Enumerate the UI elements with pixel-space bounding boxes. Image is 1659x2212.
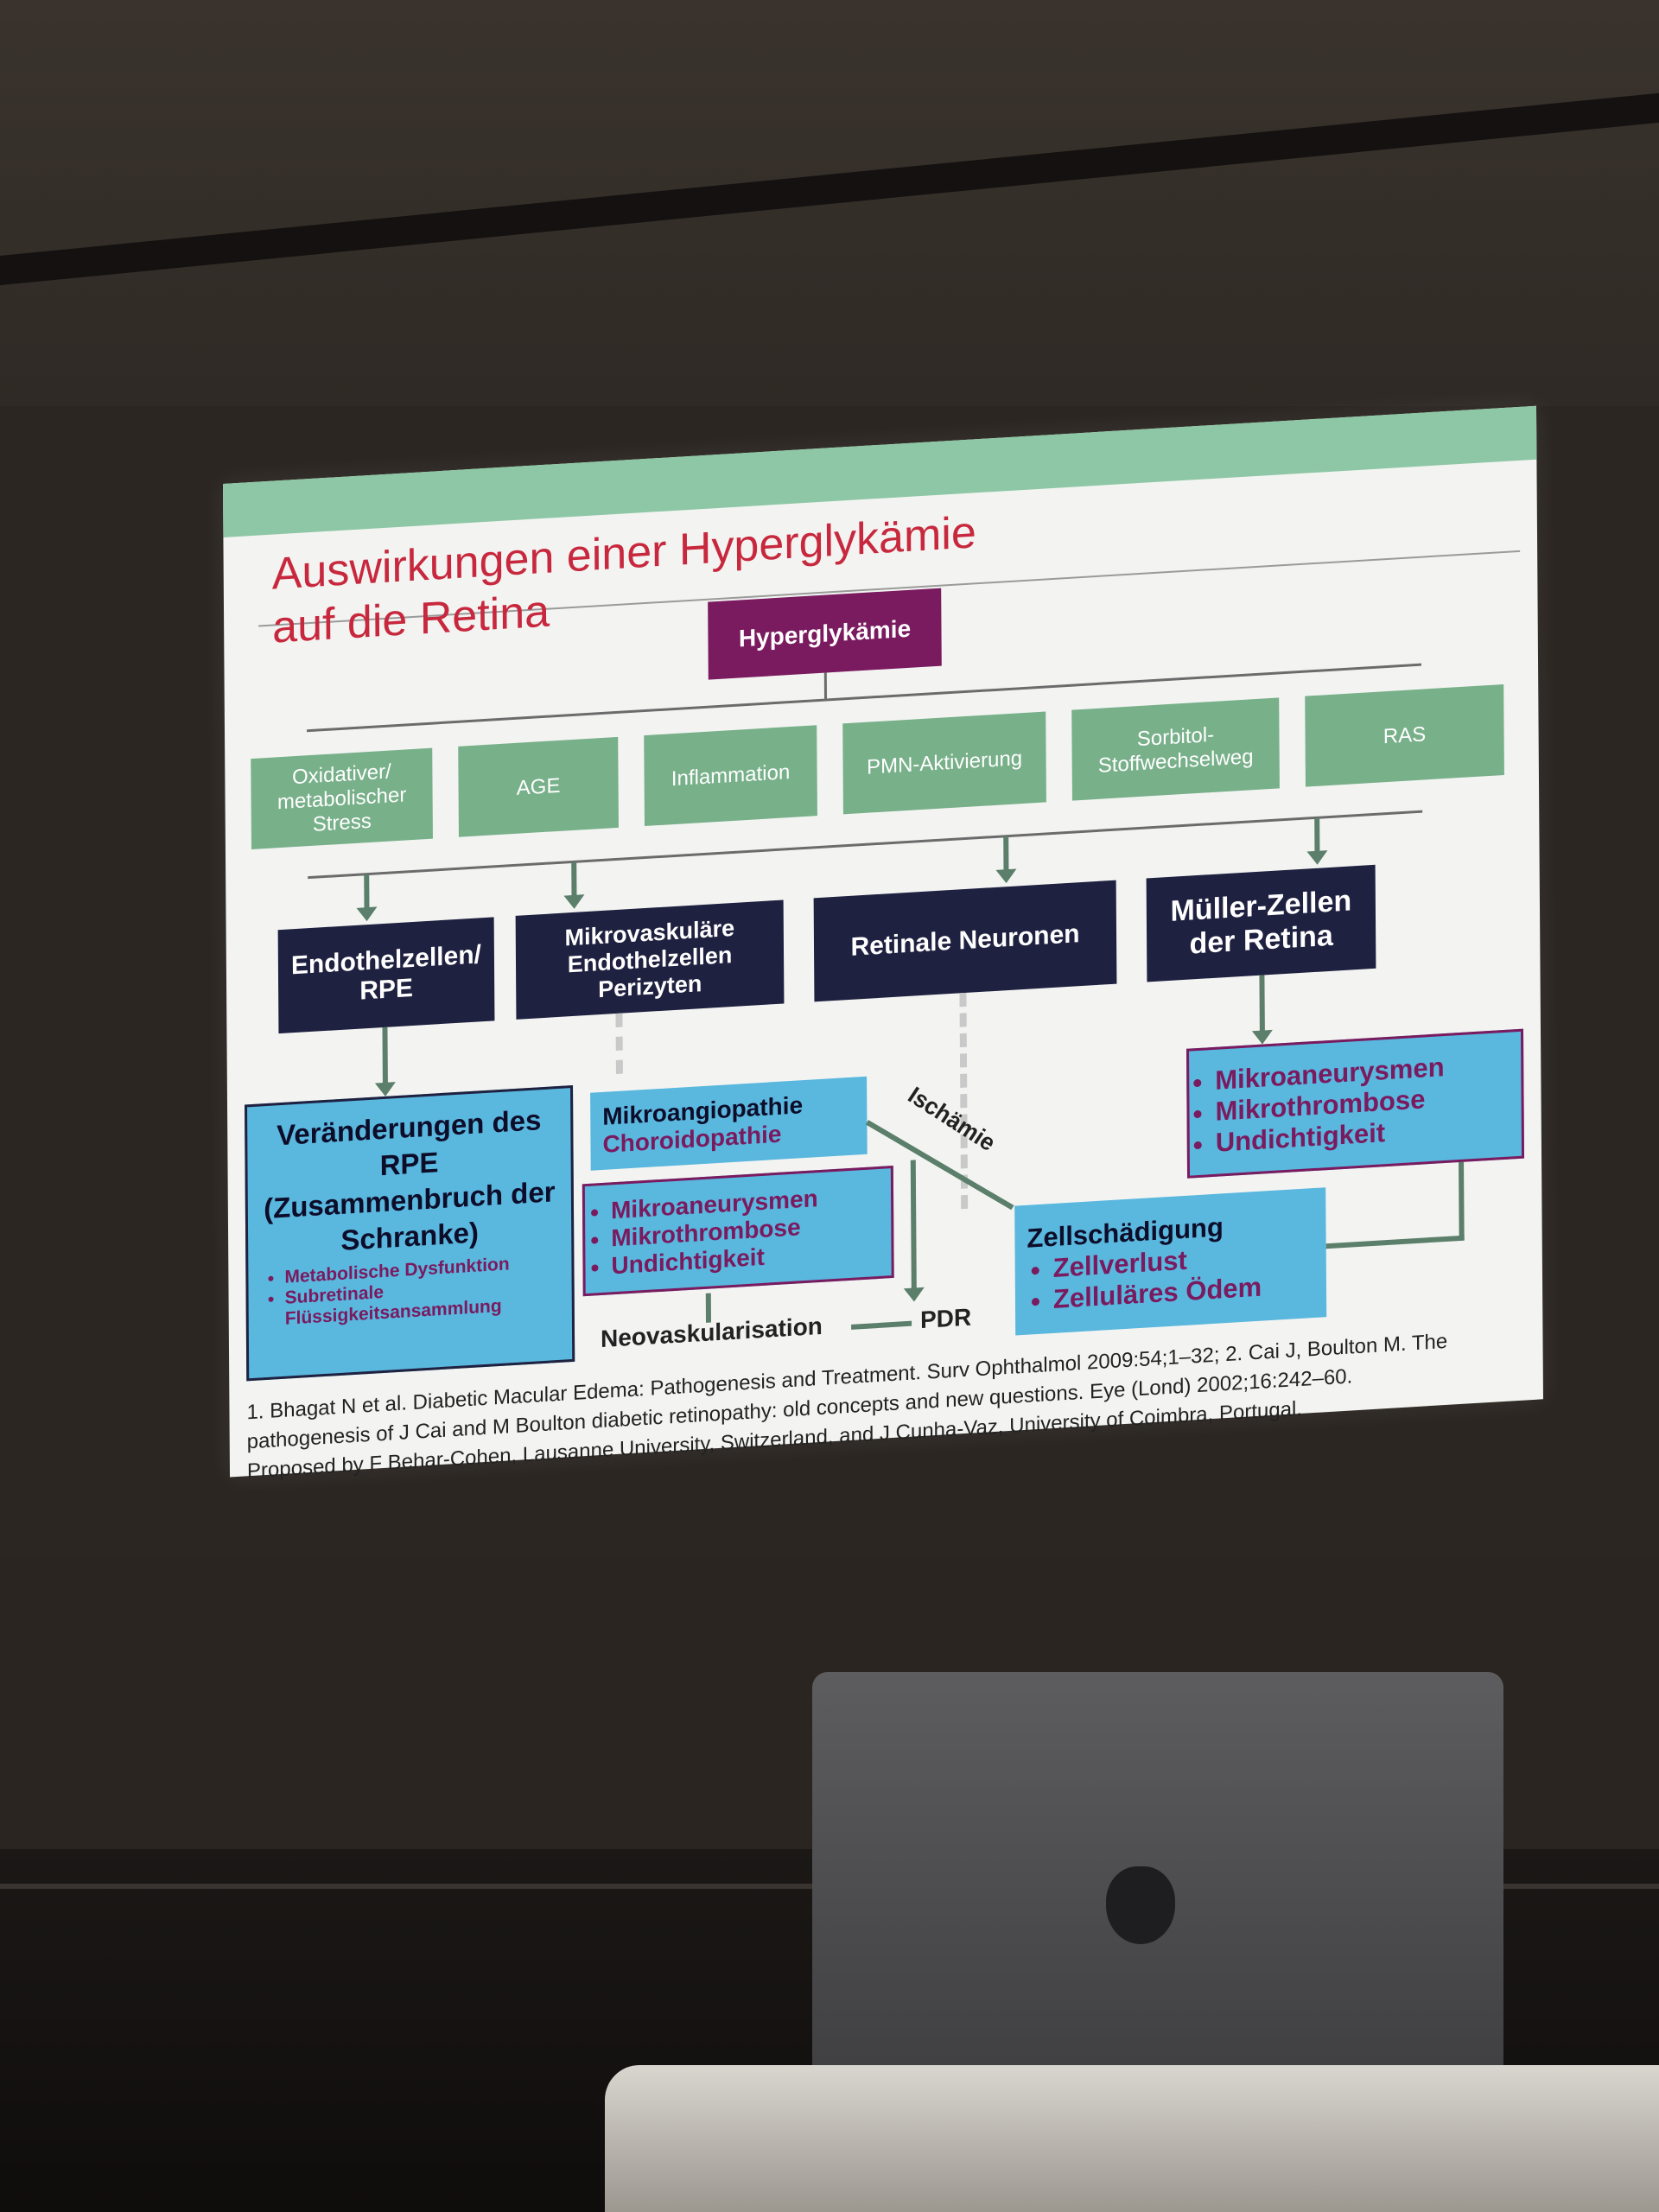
root-label: Hyperglykämie [738, 614, 912, 652]
projected-slide: Auswirkungen einer Hyperglykämie auf die… [223, 405, 1543, 1483]
factor-age: AGE [458, 736, 619, 837]
target-endothelium-rpe: Endothelzellen/ RPE [277, 917, 495, 1034]
dashed-link-microangiopathy [615, 1013, 630, 1074]
target-label: Retinale Neuronen [850, 919, 1080, 962]
root-node-hyperglykaemie: Hyperglykämie [708, 588, 942, 680]
factor-label: Oxidativer/ metabolischer Stress [276, 759, 407, 836]
table [605, 2065, 1659, 2212]
root-stem [823, 672, 828, 699]
rpe-changes-box: Veränderungen des RPE (Zusammenbruch der… [245, 1084, 575, 1382]
rpe-changes-list: Metabolische Dysfunktion Subretinale Flü… [258, 1251, 561, 1332]
arrow-to-mueller-effects [1259, 975, 1265, 1033]
arrow-to-endothelium [364, 874, 370, 910]
target-label: Endothelzellen/ RPE [290, 940, 482, 1006]
arrow-to-rpe-changes [382, 1027, 388, 1085]
factor-label: PMN-Aktivierung [866, 746, 1023, 779]
arrow-to-pdr [910, 1160, 917, 1290]
microangiopathy-box: Mikroangiopathie Choroidopathie [590, 1076, 868, 1171]
cell-damage-list: Zellverlust Zelluläres Ödem [1027, 1241, 1262, 1317]
arrow-pdr-to-neovasc [851, 1320, 912, 1330]
target-retinal-neurons: Retinale Neuronen [813, 880, 1117, 1002]
arrow-mueller-to-cell-damage [1325, 1235, 1465, 1249]
apple-logo-icon [1106, 1866, 1175, 1944]
factor-ras: RAS [1305, 683, 1504, 787]
arrow-to-microvascular [571, 861, 577, 898]
arrow-mueller-vertical [1459, 1161, 1465, 1241]
cell-damage-box: Zellschädigung Zellverlust Zelluläres Öd… [1014, 1187, 1327, 1336]
factor-oxidative-stress: Oxidativer/ metabolischer Stress [251, 747, 433, 850]
target-mueller-cells: Müller-Zellen der Retina [1146, 864, 1376, 982]
microangiopathy-list: Mikroaneurysmen Mikrothrombose Undichtig… [585, 1185, 818, 1281]
neovascularization-label: Neovaskularisation [600, 1312, 823, 1353]
rpe-changes-title: Veränderungen des RPE (Zusammenbruch der… [264, 1103, 556, 1256]
factor-label: Inflammation [671, 760, 791, 791]
target-label: Müller-Zellen der Retina [1170, 884, 1352, 961]
arrow-to-neurons [1003, 836, 1009, 872]
factor-inflammation: Inflammation [644, 725, 817, 827]
factor-pmn-activation: PMN-Aktivierung [842, 711, 1046, 815]
factor-sorbitol-pathway: Sorbitol-Stoffwechselweg [1071, 697, 1280, 801]
arrow-neovasc-up [705, 1293, 711, 1323]
factor-label: Sorbitol-Stoffwechselweg [1097, 722, 1254, 778]
mueller-findings: Mikroaneurysmen Mikrothrombose Undichtig… [1185, 1028, 1525, 1179]
ischemia-label: Ischämie [903, 1081, 1001, 1157]
mueller-findings-list: Mikroaneurysmen Mikrothrombose Undichtig… [1189, 1052, 1445, 1160]
factor-label: RAS [1382, 721, 1427, 748]
target-label: Mikrovaskuläre Endothelzellen Perizyten [564, 914, 735, 1002]
arrow-to-mueller [1314, 817, 1320, 853]
factor-label: AGE [516, 773, 561, 800]
target-microvascular: Mikrovaskuläre Endothelzellen Perizyten [515, 899, 785, 1020]
pdr-label: PDR [919, 1303, 972, 1334]
microangiopathy-findings: Mikroaneurysmen Mikrothrombose Undichtig… [582, 1165, 894, 1297]
